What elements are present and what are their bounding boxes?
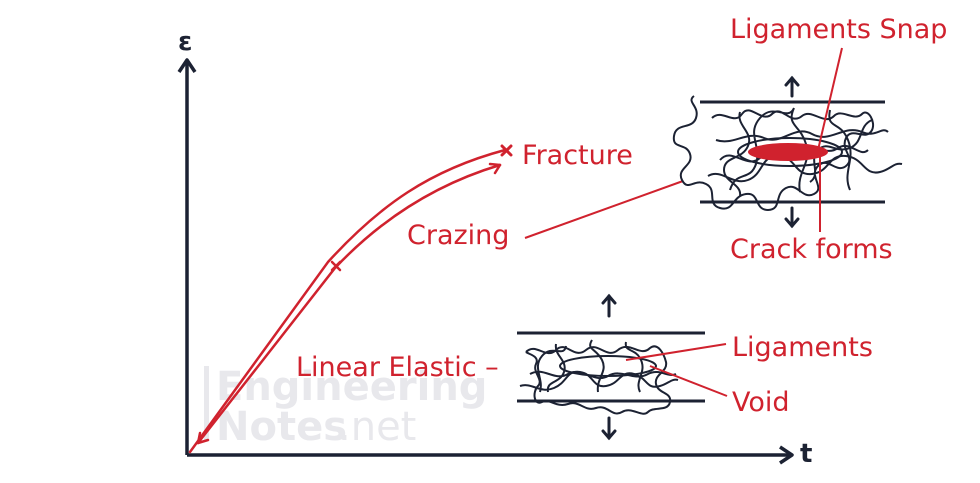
axes: ε t — [177, 27, 812, 469]
void-leader — [649, 365, 728, 397]
y-axis-label: ε — [178, 27, 192, 57]
ligaments-label: Ligaments — [732, 332, 873, 363]
outer-curve — [188, 148, 507, 454]
watermark: Engineering Notes .net — [204, 364, 487, 450]
crazing-marker — [330, 260, 342, 272]
crazing-label: Crazing — [407, 220, 509, 251]
fracture-marker — [500, 144, 513, 157]
x-axis-label: t — [800, 439, 812, 469]
watermark-line2b: .net — [338, 404, 416, 450]
x-axis-arrow — [779, 445, 794, 465]
up-arrow-icon — [784, 75, 800, 98]
crack-forms-label: Crack forms — [730, 234, 893, 265]
watermark-line1: Engineering — [216, 364, 487, 410]
ligaments-leader — [625, 343, 727, 361]
void-outline-upper — [737, 137, 843, 167]
watermark-line2a: Notes — [216, 404, 347, 450]
linear-elastic-label: Linear Elastic – — [296, 352, 499, 383]
inner-curve-arrowhead — [196, 431, 210, 445]
down-arrow-icon — [784, 206, 800, 229]
fracture-label: Fracture — [522, 140, 633, 171]
craze-diagram-lower — [517, 293, 705, 441]
inner-curve — [196, 163, 502, 445]
ligaments-snap-label: Ligaments Snap — [730, 14, 947, 45]
crack-ellipse — [748, 143, 828, 161]
ligaments-snap-leader — [817, 47, 843, 151]
down-arrow-icon — [601, 416, 617, 441]
up-arrow-icon — [601, 293, 617, 318]
void-label: Void — [732, 387, 790, 418]
void-outline-lower — [559, 355, 657, 377]
curve-group — [188, 144, 513, 454]
y-axis-arrow — [177, 58, 197, 73]
polymer-chains-lower — [519, 339, 679, 415]
inner-curve-end-arrowhead — [488, 162, 502, 175]
crazing-leader — [524, 180, 684, 239]
craze-diagram-upper — [672, 75, 903, 229]
